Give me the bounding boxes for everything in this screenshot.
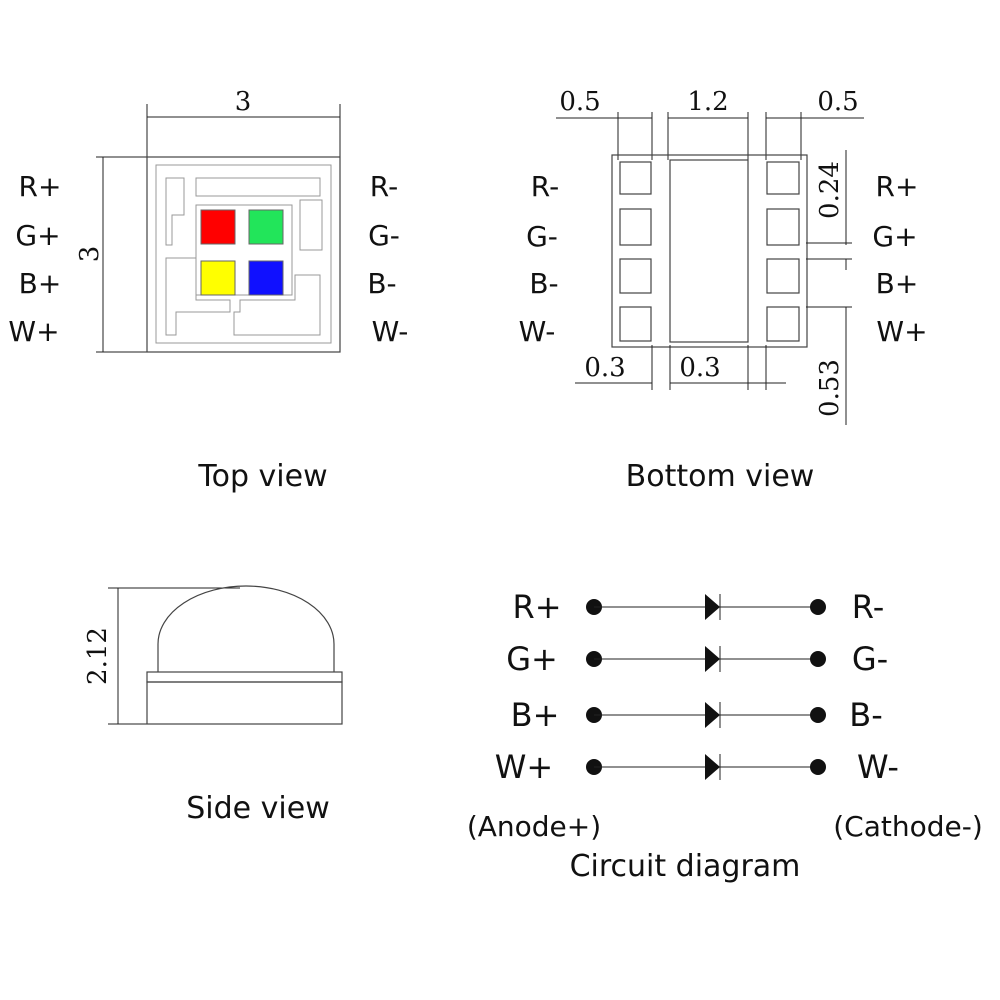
top-package-outline	[146, 156, 341, 353]
circuit-anode-b: B+	[511, 696, 560, 734]
bot-right-pin-w: W+	[876, 315, 927, 348]
bot-dim-center-width: 1.2	[687, 87, 728, 117]
top-right-pin-r: R-	[370, 170, 398, 203]
diode-g-icon	[705, 646, 720, 672]
anode-label: (Anode+)	[467, 810, 601, 843]
side-view: 2.12 Side view	[83, 585, 343, 826]
circuit-row-r: R+ R-	[512, 588, 884, 626]
lead-frame-5	[233, 274, 321, 336]
side-package-top-layer	[146, 671, 343, 683]
side-dim-height: 2.12	[83, 627, 113, 685]
bot-left-pad-4	[619, 306, 652, 342]
circuit-node-cathode-r	[810, 599, 826, 615]
top-right-pin-b: B-	[367, 267, 396, 300]
top-package-inner	[155, 164, 332, 344]
circuit-diagram: R+ R- G+ G- B+ B- W+	[467, 588, 983, 884]
bot-right-pad-2	[766, 208, 800, 246]
diode-w-icon	[705, 754, 720, 780]
bottom-view: 0.5 1.2 0.5 0.24 0.53 0.3 0.3	[519, 87, 928, 494]
bot-left-pin-w: W-	[519, 315, 556, 348]
bot-left-pad-3	[619, 258, 652, 294]
chip-area	[195, 204, 293, 296]
circuit-anode-r: R+	[512, 588, 561, 626]
yellow-chip	[200, 260, 236, 296]
cathode-label: (Cathode-)	[833, 810, 983, 843]
bot-dim-pitch: 0.53	[815, 359, 845, 417]
circuit-node-cathode-b	[810, 707, 826, 723]
top-left-pin-g: G+	[15, 219, 60, 252]
lead-frame-3	[299, 199, 323, 251]
top-left-pin-b: B+	[19, 267, 62, 300]
bot-left-pin-b: B-	[529, 267, 558, 300]
circuit-anode-g: G+	[506, 640, 558, 678]
top-left-pin-w: W+	[8, 315, 59, 348]
circuit-row-g: G+ G-	[506, 640, 888, 678]
circuit-row-b: B+ B-	[511, 696, 883, 734]
bot-right-pin-b: B+	[876, 267, 919, 300]
side-view-caption: Side view	[186, 791, 330, 826]
bottom-view-caption: Bottom view	[626, 459, 815, 494]
bot-right-pad-4	[766, 306, 800, 342]
circuit-node-cathode-g	[810, 651, 826, 667]
blue-chip	[248, 260, 284, 296]
top-dim-width: 3	[235, 87, 252, 117]
circuit-cathode-b: B-	[849, 696, 883, 734]
bot-right-pin-g: G+	[872, 220, 917, 253]
top-view-caption: Top view	[197, 459, 327, 494]
bot-left-pad-1	[619, 161, 652, 195]
top-dim-height: 3	[75, 246, 105, 263]
side-package-body	[146, 681, 343, 725]
bot-right-pad-1	[766, 161, 800, 195]
bot-center-pad	[669, 159, 749, 343]
bot-dim-pad-width: 0.5	[559, 87, 600, 117]
green-chip	[248, 209, 284, 245]
circuit-cathode-g: G-	[852, 640, 888, 678]
top-right-pin-w: W-	[372, 315, 409, 348]
bot-right-pin-r: R+	[876, 170, 919, 203]
bot-right-pad-3	[766, 258, 800, 294]
lead-frame-1	[165, 177, 185, 246]
circuit-cathode-w: W-	[857, 748, 899, 786]
bot-left-pin-g: G-	[526, 220, 558, 253]
top-view: 3 3 R+ G+ B+ W+ R- G- B- W- Top view	[8, 87, 408, 494]
top-right-pin-g: G-	[368, 219, 400, 252]
side-dome-lens	[157, 585, 335, 672]
circuit-diagram-caption: Circuit diagram	[570, 849, 801, 884]
circuit-cathode-r: R-	[852, 588, 884, 626]
bot-package-outline	[611, 154, 808, 348]
bot-dim-gap-center: 0.3	[679, 353, 720, 383]
circuit-row-w: W+ W-	[495, 748, 899, 786]
top-left-pin-r: R+	[19, 170, 62, 203]
lead-frame-2	[195, 177, 321, 197]
circuit-node-cathode-w	[810, 759, 826, 775]
circuit-anode-w: W+	[495, 748, 553, 786]
red-chip	[200, 209, 236, 245]
diode-b-icon	[705, 702, 720, 728]
diode-r-icon	[705, 594, 720, 620]
bot-dim-gap-left: 0.3	[584, 353, 625, 383]
bot-left-pad-2	[619, 208, 652, 246]
bot-left-pin-r: R-	[531, 170, 559, 203]
bot-dim-pad-height: 0.24	[815, 161, 845, 219]
bot-dim-pad-width-right: 0.5	[817, 87, 858, 117]
